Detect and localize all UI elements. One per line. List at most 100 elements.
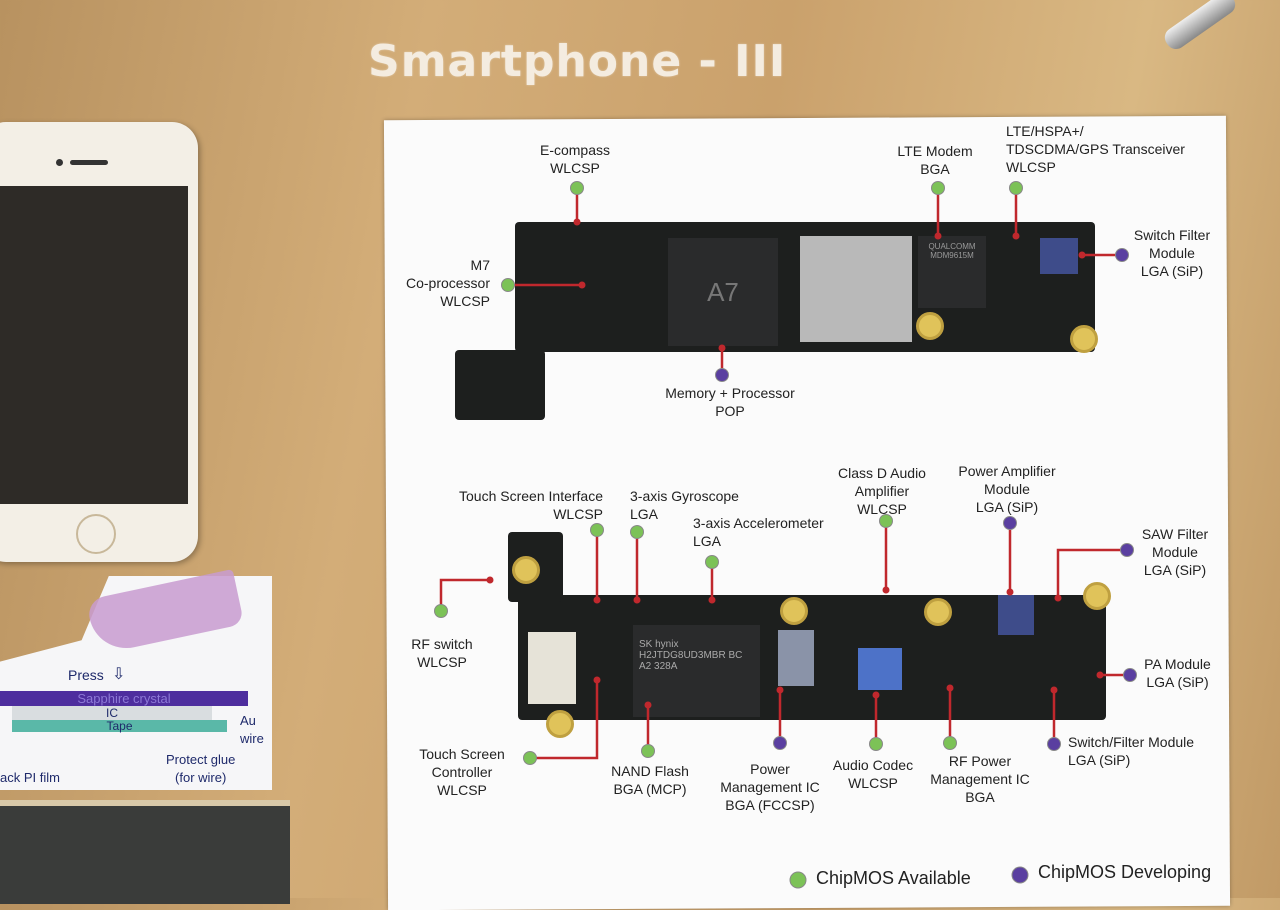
modem-chip: QUALCOMM MDM9615M <box>918 236 986 308</box>
leader-line-rf-switch <box>439 578 490 611</box>
for-wire-label: (for wire) <box>175 770 227 785</box>
a7-chip: A7 <box>668 238 778 346</box>
pa-chip <box>998 595 1034 635</box>
phone-screen <box>0 186 188 504</box>
screw-hole <box>546 710 574 738</box>
developing-dot-icon <box>1047 737 1061 751</box>
leader-endpoint-switch-filter-module <box>1050 686 1058 694</box>
leader-line-ts-controller <box>530 680 599 760</box>
available-dot-icon <box>869 737 883 751</box>
legend-developing-dot-icon <box>1011 866 1029 884</box>
legend-available-dot-icon <box>789 871 807 889</box>
leader-endpoint-memory-processor <box>718 344 726 352</box>
available-dot-icon <box>501 278 515 292</box>
developing-dot-icon <box>773 736 787 750</box>
leader-endpoint-pa-module <box>1096 671 1104 679</box>
display-title: Smartphone - III <box>368 36 787 87</box>
developing-dot-icon <box>715 368 729 382</box>
leader-endpoint-ecompass <box>573 218 581 226</box>
leader-endpoint-switch-filter <box>1078 251 1086 259</box>
available-dot-icon <box>943 736 957 750</box>
camera-icon <box>56 159 63 166</box>
leader-endpoint-saw-filter <box>1054 594 1062 602</box>
board-sample-bottom <box>0 800 290 904</box>
nand-chip: SK hynix H2JTDG8UD3MBR BC A2 328A <box>633 625 760 717</box>
sapphire-layer: Sapphire crystal <box>0 691 248 706</box>
leader-endpoint-class-d <box>882 586 890 594</box>
leader-endpoint-rf-switch <box>486 576 494 584</box>
home-button <box>76 514 116 554</box>
switch-filter-chip <box>1040 238 1078 274</box>
screw-hole <box>1070 325 1098 353</box>
ic-layer: IC <box>12 706 212 720</box>
leader-endpoint-nand-flash <box>644 701 652 709</box>
audio-codec-chip <box>858 648 902 690</box>
pi-film-label: ack PI film <box>0 770 60 785</box>
press-arrow-icon: ⇩ <box>112 666 126 683</box>
available-dot-icon <box>705 555 719 569</box>
leader-endpoint-m7 <box>578 281 586 289</box>
leader-endpoint-accelerometer <box>708 596 716 604</box>
leader-line-saw-filter <box>1056 548 1127 598</box>
leader-endpoint-ts-interface <box>593 596 601 604</box>
protect-glue-label: Protect glue <box>166 752 236 767</box>
screw-hole <box>780 597 808 625</box>
leader-endpoint-rf-pmic <box>946 684 954 692</box>
available-dot-icon <box>434 604 448 618</box>
available-dot-icon <box>523 751 537 765</box>
au-label: Au <box>240 713 256 728</box>
developing-dot-icon <box>1123 668 1137 682</box>
speaker-grille <box>70 160 108 165</box>
screw-hole <box>924 598 952 626</box>
available-dot-icon <box>931 181 945 195</box>
leader-endpoint-audio-codec <box>872 691 880 699</box>
wire-label: wire <box>240 731 264 746</box>
screw-hole <box>916 312 944 340</box>
available-dot-icon <box>879 514 893 528</box>
developing-dot-icon <box>1120 543 1134 557</box>
leader-endpoint-lte-modem <box>934 232 942 240</box>
leader-endpoint-pmic <box>776 686 784 694</box>
press-label: Press <box>68 667 104 683</box>
leader-endpoint-power-amplifier <box>1006 588 1014 596</box>
legend-developing: ChipMOS Developing <box>1038 862 1212 882</box>
legend-available: ChipMOS Available <box>816 868 971 888</box>
leader-endpoint-gyroscope <box>633 596 641 604</box>
available-dot-icon <box>590 523 604 537</box>
screw-hole <box>1083 582 1111 610</box>
tape-layer: Tape <box>12 720 227 732</box>
available-dot-icon <box>1009 181 1023 195</box>
available-dot-icon <box>630 525 644 539</box>
pmic-chip <box>778 630 814 686</box>
leader-endpoint-transceiver <box>1012 232 1020 240</box>
developing-dot-icon <box>1115 248 1129 262</box>
available-dot-icon <box>641 744 655 758</box>
screw-hole <box>512 556 540 584</box>
leader-endpoint-ts-controller <box>593 676 601 684</box>
top-board-tab <box>455 350 545 420</box>
available-dot-icon <box>570 181 584 195</box>
developing-dot-icon <box>1003 516 1017 530</box>
wifi-module <box>528 632 576 704</box>
